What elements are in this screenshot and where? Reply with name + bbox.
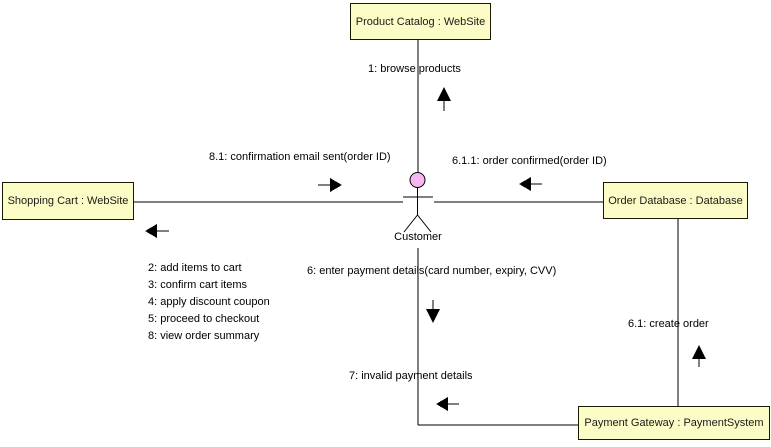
message-label-apply-coupon: 4: apply discount coupon — [148, 296, 270, 308]
node-label: Order Database : Database — [608, 194, 743, 207]
arrow-right-icon — [318, 178, 342, 192]
arrow-up-icon — [692, 345, 706, 367]
message-label-confirm-items: 3: confirm cart items — [148, 279, 248, 291]
message-label-view-summary: 8: view order summary — [148, 330, 260, 342]
arrow-left-icon — [436, 397, 459, 411]
arrow-down-icon — [426, 300, 440, 323]
node-label: Shopping Cart : WebSite — [7, 195, 129, 207]
message-label-confirmation-email: 8.1: confirmation email sent(order ID) — [209, 151, 391, 163]
message-group-shopping-cart: 2: add items to cart 3: confirm cart ite… — [148, 260, 270, 345]
node-label: Product Catalog : WebSite — [355, 15, 486, 28]
actor-left-leg — [403, 214, 418, 233]
message-label-enter-payment: 6: enter payment details(card number, ex… — [307, 265, 557, 277]
node-order-database[interactable]: Order Database : Database — [603, 182, 748, 219]
node-shopping-cart[interactable]: Shopping Cart : WebSite — [2, 182, 134, 220]
actor-head-icon — [409, 172, 426, 188]
message-label-invalid-payment: 7: invalid payment details — [349, 370, 473, 382]
node-label: Payment Gateway : PaymentSystem — [584, 417, 764, 429]
message-label-order-confirmed: 6.1.1: order confirmed(order ID) — [452, 155, 607, 167]
arrow-left-icon — [145, 224, 169, 238]
node-payment-gateway[interactable]: Payment Gateway : PaymentSystem — [578, 406, 770, 440]
arrow-up-icon — [437, 87, 451, 111]
message-label-add-items: 2: add items to cart — [148, 262, 242, 274]
actor-customer-figure[interactable] — [403, 172, 433, 233]
actor-name-label: Customer — [394, 231, 442, 243]
message-label-proceed-checkout: 5: proceed to checkout — [148, 313, 260, 325]
arrow-left-icon — [519, 177, 542, 191]
node-product-catalog[interactable]: Product Catalog : WebSite — [350, 3, 491, 40]
message-label-create-order: 6.1: create order — [628, 318, 709, 330]
message-label-browse-products: 1: browse products — [368, 63, 461, 75]
actor-right-leg — [417, 214, 432, 233]
